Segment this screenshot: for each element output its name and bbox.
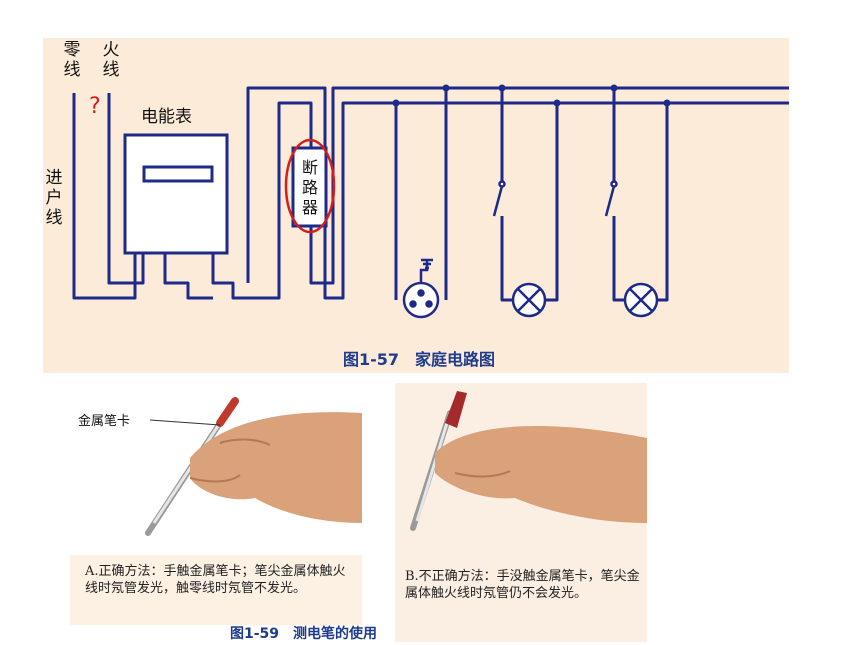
neutral-wire — [72, 93, 137, 300]
live-wire — [107, 93, 145, 285]
lamp2-lower-wire — [612, 216, 625, 302]
metal-clip-label: 金属笔卡 — [78, 410, 131, 429]
meter-output-right — [211, 101, 313, 300]
breaker-highlight-ellipse — [284, 138, 336, 234]
pen-photo-incorrect — [395, 383, 647, 555]
incoming-wire-label: 进户线 — [45, 168, 63, 228]
electric-meter — [123, 133, 229, 255]
lamp-icon-2 — [623, 282, 659, 318]
circuit-diagram — [72, 84, 789, 319]
method-a-text: A.正确方法：手触金属笔卡；笔尖金属体触火线时氖管发光，触零线时氖管不发光。 — [85, 564, 346, 596]
switch-icon-1 — [492, 180, 506, 217]
switch-icon-2 — [604, 180, 618, 217]
breaker-label: 断路器 — [301, 158, 318, 217]
breaker-bottom-wire — [309, 86, 789, 285]
breaker-neutral-wire — [323, 101, 789, 300]
lamp-icon-1 — [511, 282, 547, 318]
circuit-diagram-panel: 零线 火线 进户线 ? 电能表 断路器 图1-57 家庭电路图 — [43, 38, 789, 373]
question-mark: ? — [89, 94, 101, 119]
lamp1-lower-wire — [500, 216, 513, 302]
neutral-wire-label: 零线 — [63, 40, 81, 80]
live-wire-label: 火线 — [102, 40, 120, 80]
circuit-caption: 图1-57 家庭电路图 — [343, 350, 496, 369]
method-b-text: B.不正确方法：手没触金属笔卡，笔尖金属体触火线时氖管仍不会发光。 — [405, 569, 640, 601]
method-b-panel: B.不正确方法：手没触金属笔卡，笔尖金属体触火线时氖管仍不会发光。 — [395, 555, 647, 642]
lamp1-neutral-wire — [545, 103, 559, 302]
lamp2-neutral-wire — [657, 103, 669, 302]
breaker-top-wire — [246, 86, 327, 283]
pen-caption: 图1-59 测电笔的使用 — [230, 626, 378, 642]
breaker-box — [291, 146, 328, 228]
pen-photo-correct: 金属笔卡 — [70, 383, 362, 555]
method-a-panel: A.正确方法：手触金属笔卡；笔尖金属体触火线时氖管发光，触零线时氖管不发光。 — [70, 555, 362, 625]
meter-label: 电能表 — [141, 107, 192, 127]
socket-icon — [402, 258, 440, 319]
